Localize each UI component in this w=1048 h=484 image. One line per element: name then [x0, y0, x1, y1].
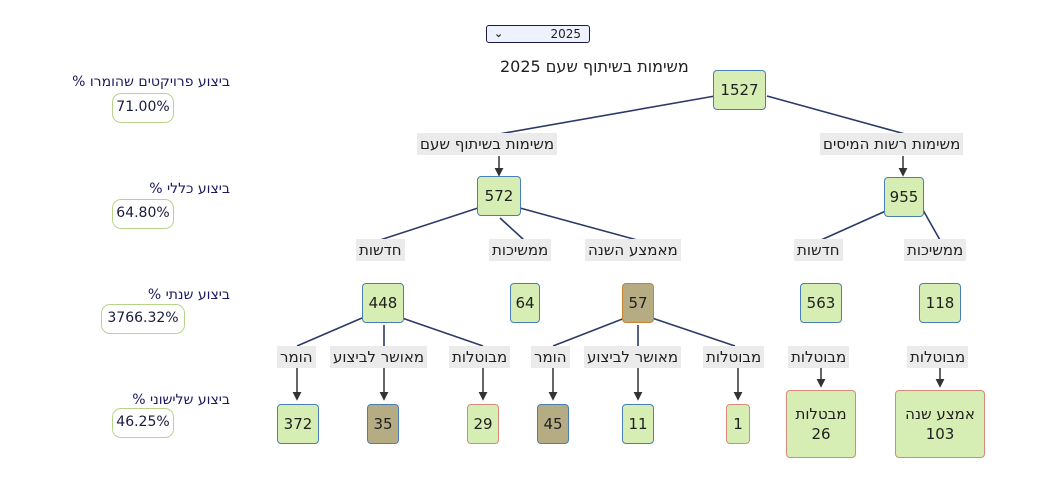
stat-value-quarterly: 46.25% [112, 408, 174, 438]
branch-label-shared-midyear: מאמצע השנה [585, 239, 681, 261]
branch-label-mid-approved: מאושר לביצוע [584, 346, 682, 368]
stat-label-quarterly: ביצוע שלישוני % [132, 392, 230, 408]
node-mid-cancelled[interactable]: 1 [726, 404, 750, 444]
stat-label-annual: ביצוע שנתי % [147, 287, 230, 303]
branch-label-new-cancelled: מבוטלות [449, 346, 511, 368]
diagram-title: משימות בשיתוף שעם 2025 [500, 57, 689, 76]
branch-label-new-converted: הומר [277, 346, 316, 368]
node-authority-new[interactable]: 563 [800, 283, 842, 323]
node-mid-approved[interactable]: 11 [622, 404, 654, 444]
branch-label-authority-new: חדשות [794, 239, 843, 261]
stat-value-general: 64.80% [112, 199, 174, 229]
node-mid-converted[interactable]: 45 [537, 404, 569, 444]
node-authority-continuing-cancelled[interactable]: אמצע שנה 103 [895, 390, 985, 458]
branch-label-mid-converted: הומר [531, 346, 570, 368]
node-shared[interactable]: 572 [477, 176, 521, 216]
node-authority-new-cancelled-label: מבטלות [795, 405, 847, 423]
year-select[interactable]: ⌄ 2025 [486, 25, 590, 43]
stat-value-converted-projects: 71.00% [112, 93, 174, 123]
stat-label-converted-projects: ביצוע פרויקטים שהומרו % [72, 74, 230, 90]
node-new-converted[interactable]: 372 [277, 404, 319, 444]
chevron-down-icon: ⌄ [494, 27, 504, 40]
node-shared-new[interactable]: 448 [362, 283, 404, 323]
node-authority-continuing-cancelled-value: 103 [925, 425, 955, 443]
node-shared-continuing[interactable]: 64 [510, 283, 540, 323]
branch-label-authority-new-cancelled: מבוטלות [788, 346, 850, 368]
node-authority-new-cancelled[interactable]: מבטלות 26 [786, 390, 856, 458]
stat-value-annual: 3766.32% [101, 304, 185, 334]
branch-label-authority: משימות רשות המיסים [820, 133, 964, 155]
stat-label-general: ביצוע כללי % [149, 181, 230, 197]
node-shared-midyear[interactable]: 57 [622, 283, 654, 323]
node-authority-continuing-cancelled-label: אמצע שנה [905, 405, 975, 423]
year-select-value: 2025 [550, 27, 581, 41]
branch-label-authority-continuing: ממשיכות [904, 239, 967, 261]
node-authority-continuing[interactable]: 118 [919, 283, 961, 323]
node-root[interactable]: 1527 [713, 70, 766, 110]
node-authority[interactable]: 955 [884, 177, 924, 217]
node-new-cancelled[interactable]: 29 [467, 404, 499, 444]
branch-label-shared: משימות בשיתוף שעם [417, 133, 558, 155]
branch-label-shared-new: חדשות [356, 239, 405, 261]
branch-label-mid-cancelled: מבוטלות [703, 346, 765, 368]
branch-label-shared-continuing: ממשיכות [489, 239, 552, 261]
branch-label-authority-continuing-cancelled: מבוטלות [907, 346, 969, 368]
branch-label-new-approved: מאושר לביצוע [330, 346, 428, 368]
node-authority-new-cancelled-value: 26 [811, 425, 831, 443]
node-new-approved[interactable]: 35 [367, 404, 399, 444]
